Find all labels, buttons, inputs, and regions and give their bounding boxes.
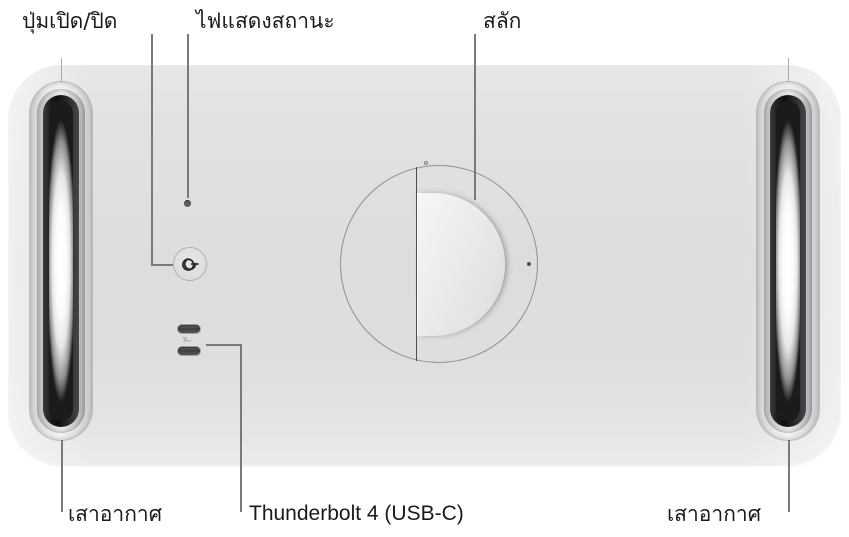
latch-unlock-dot-icon	[527, 262, 531, 266]
leader-antenna-right	[788, 440, 790, 512]
label-status-light: ไฟแสดงสถานะ	[196, 9, 335, 33]
leader-thunderbolt-horizontal	[206, 344, 242, 346]
thunderbolt-symbol-icon	[182, 337, 192, 342]
leader-antenna-left	[61, 440, 63, 512]
label-power-button: ปุ่มเปิด/ปิด	[22, 9, 118, 33]
antenna-right-slot	[776, 101, 800, 421]
label-antenna-right: เสาอากาศ	[667, 502, 762, 526]
status-led-icon	[184, 200, 191, 207]
label-antenna-left: เสาอากาศ	[68, 502, 163, 526]
latch-lock-mark-icon	[424, 161, 428, 165]
antenna-right	[757, 82, 819, 440]
label-latch: สลัก	[483, 9, 522, 33]
usb-c-port-icon-bottom[interactable]	[178, 347, 200, 355]
usb-c-port-icon-top[interactable]	[178, 325, 200, 333]
power-icon	[182, 257, 199, 271]
leader-power-button-vertical	[151, 34, 153, 266]
leader-thunderbolt-vertical	[240, 344, 242, 512]
leader-power-button-horizontal	[151, 264, 173, 266]
label-thunderbolt: Thunderbolt 4 (USB-C)	[249, 502, 464, 525]
leader-latch	[474, 34, 476, 200]
leader-status-light	[187, 34, 189, 198]
latch-outline	[340, 165, 538, 363]
antenna-left-tick-top	[61, 58, 62, 90]
antenna-left	[30, 82, 92, 440]
power-button[interactable]	[174, 248, 206, 280]
antenna-right-tick-top	[788, 58, 789, 90]
latch-divider-line	[416, 167, 417, 361]
antenna-left-slot	[49, 101, 73, 421]
